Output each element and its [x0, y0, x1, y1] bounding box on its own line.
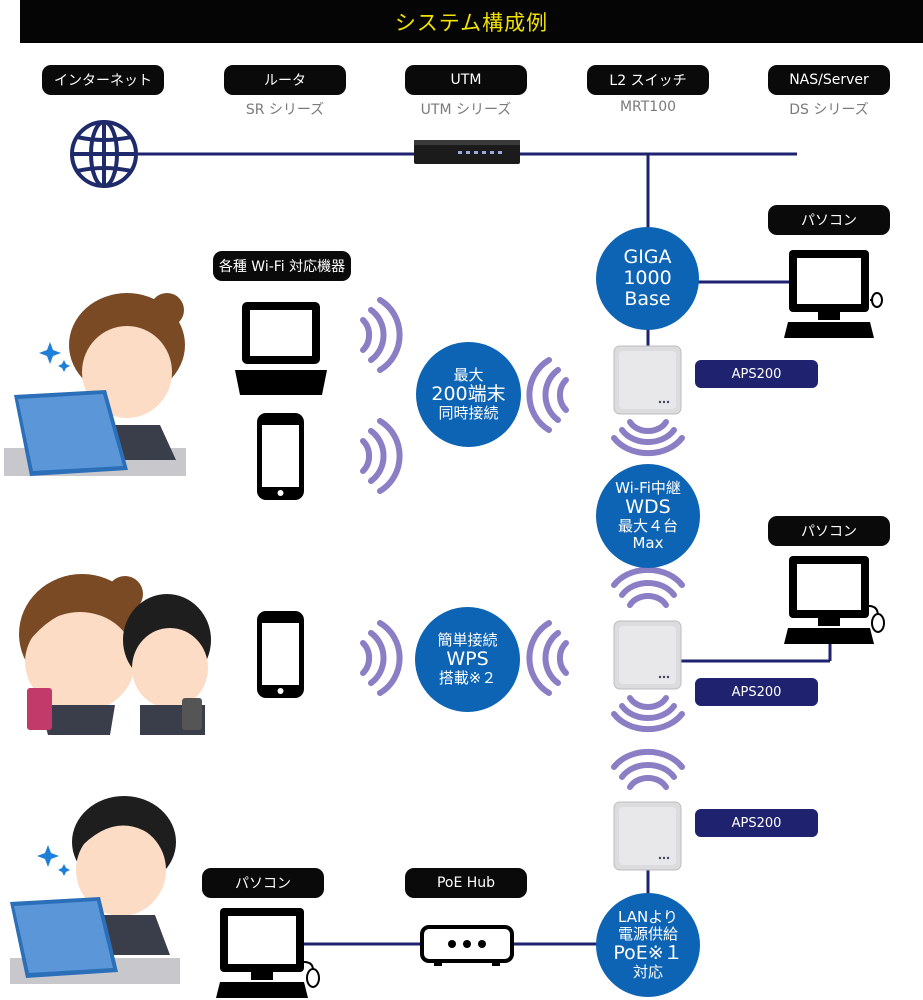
l2-switch-sub: MRT100 [619, 99, 677, 115]
poe-hub-label: PoE Hub [405, 868, 527, 898]
nas-server-sub: DS シリーズ [789, 102, 869, 118]
ap-label-1: APS200 [695, 360, 818, 388]
utm-sub: UTM シリーズ [420, 102, 512, 118]
person-illustration [4, 293, 186, 476]
poe-line-3: PoE※１ [613, 941, 683, 964]
poe-hub-icon [420, 925, 514, 966]
access-point-icon [613, 620, 682, 690]
wds-line-1: Wi-Fi中継 [615, 479, 681, 498]
wifi-devices-label: 各種 Wi-Fi 対応機器 [213, 251, 351, 281]
poe-circle: LANより 電源供給 PoE※１ 対応 [596, 893, 700, 997]
person-illustration [10, 796, 180, 984]
utm-label: UTM [405, 65, 527, 95]
wds-line-4: Max [632, 534, 664, 553]
router-label: ルータ [224, 65, 346, 95]
wifi-wave-icon [526, 357, 569, 433]
sparkle-icon [37, 845, 70, 876]
ap-label-2: APS200 [695, 678, 818, 706]
pc-label-3: パソコン [202, 868, 324, 898]
desktop-pc-icon [784, 556, 885, 644]
sparkle-icon [39, 342, 70, 372]
wifi-wave-icon [611, 566, 685, 608]
wps-circle: 簡単接続 WPS 搭載※２ [415, 607, 520, 712]
diagram-title-bar: システム構成例 [20, 0, 923, 43]
laptop-icon [235, 302, 327, 395]
desktop-pc-icon [216, 908, 320, 998]
giga-line-3: Base [624, 288, 671, 311]
wifi-wave-icon [360, 418, 403, 494]
wps-line-2: WPS [446, 647, 489, 670]
clients-circle: 最大 200端末 同時接続 [416, 342, 521, 447]
wifi-wave-icon [360, 620, 403, 696]
giga-line-1: GIGA [623, 245, 672, 268]
smartphone-icon [257, 611, 304, 698]
diagram-title: システム構成例 [394, 10, 549, 35]
wps-line-3: 搭載※２ [438, 669, 497, 688]
pc-label-2: パソコン [768, 516, 890, 546]
wps-line-1: 簡単接続 [437, 631, 498, 650]
wds-circle: Wi-Fi中継 WDS 最大４台 Max [596, 464, 700, 568]
nas-server-label: NAS/Server [768, 65, 890, 95]
globe-icon [70, 120, 138, 188]
pc-label-1: パソコン [768, 205, 890, 235]
wds-line-2: WDS [625, 495, 671, 518]
poe-line-2: 電源供給 [617, 924, 678, 943]
internet-label: インターネット [42, 65, 164, 95]
utm-device-icon [414, 140, 520, 164]
smartphone-icon [257, 413, 304, 500]
giga-circle: GIGA 1000 Base [596, 227, 699, 330]
poe-line-1: LANより [618, 908, 678, 927]
desktop-pc-icon [784, 250, 883, 338]
l2-switch-label: L2 スイッチ [587, 65, 709, 95]
access-point-icon [613, 801, 682, 871]
wifi-wave-icon [611, 695, 685, 733]
wifi-wave-icon [611, 419, 685, 457]
wifi-wave-icon [360, 297, 403, 373]
person-illustration [19, 574, 212, 735]
clients-line-1: 最大 [453, 366, 484, 385]
poe-line-4: 対応 [632, 963, 663, 982]
clients-line-2: 200端末 [431, 382, 506, 405]
giga-line-2: 1000 [623, 266, 672, 289]
access-point-icon [613, 345, 682, 415]
clients-line-3: 同時接続 [438, 404, 499, 423]
wds-line-3: 最大４台 [617, 517, 678, 536]
wifi-wave-icon [526, 620, 569, 696]
wifi-wave-icon [611, 748, 685, 790]
router-sub: SR シリーズ [245, 102, 325, 118]
ap-label-3: APS200 [695, 809, 818, 837]
